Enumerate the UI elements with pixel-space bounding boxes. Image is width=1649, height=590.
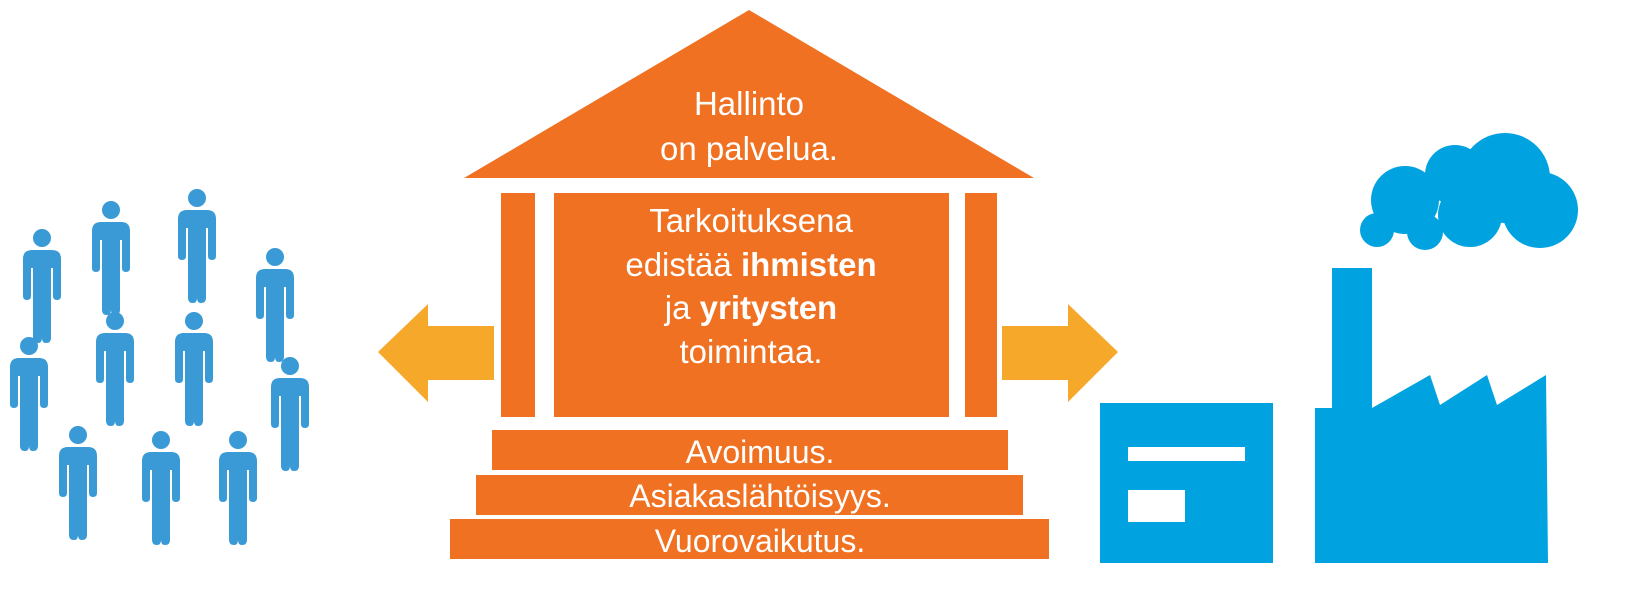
arrow-right-icon: [1002, 304, 1118, 402]
person-icon: [219, 431, 257, 545]
body-text-line4: toimintaa.: [679, 333, 822, 370]
person-icon: [96, 312, 134, 426]
step-1-label: Avoimuus.: [686, 434, 835, 470]
body-text-line2: edistää ihmisten: [625, 246, 876, 283]
arrow-left-icon: [378, 304, 494, 402]
roof-text-line1: Hallinto: [694, 85, 804, 122]
smoke-cloud-icon: [1360, 133, 1578, 250]
person-icon: [92, 201, 130, 315]
person-icon: [175, 312, 213, 426]
person-icon: [142, 431, 180, 545]
building-body: [554, 193, 949, 417]
step-3-label: Vuorovaikutus.: [655, 523, 865, 559]
body-text-line1: Tarkoituksena: [649, 202, 853, 239]
step-2: [476, 475, 1023, 515]
factory-icon: [1315, 268, 1548, 563]
body-text-line3: ja yritysten: [664, 289, 837, 326]
government-building: [450, 10, 1049, 559]
body-text-line3-bold: yritysten: [700, 289, 838, 326]
shop-icon: [1100, 403, 1273, 563]
step-2-label: Asiakaslähtöisyys.: [629, 478, 890, 514]
roof: [464, 10, 1034, 178]
body-text-line3-plain: ja: [664, 289, 700, 326]
person-icon: [59, 426, 97, 540]
person-icon: [256, 248, 294, 362]
people-group-icon: [10, 189, 309, 545]
person-icon: [10, 337, 48, 451]
person-icon: [271, 357, 309, 471]
pillar-right: [965, 193, 997, 417]
person-icon: [23, 229, 61, 343]
pillar-left: [501, 193, 535, 417]
person-icon: [178, 189, 216, 303]
step-3: [450, 519, 1049, 559]
body-text-line2-plain: edistää: [625, 246, 741, 283]
roof-text-line2: on palvelua.: [660, 130, 838, 167]
body-text-line2-bold: ihmisten: [741, 246, 877, 283]
step-1: [492, 430, 1008, 470]
